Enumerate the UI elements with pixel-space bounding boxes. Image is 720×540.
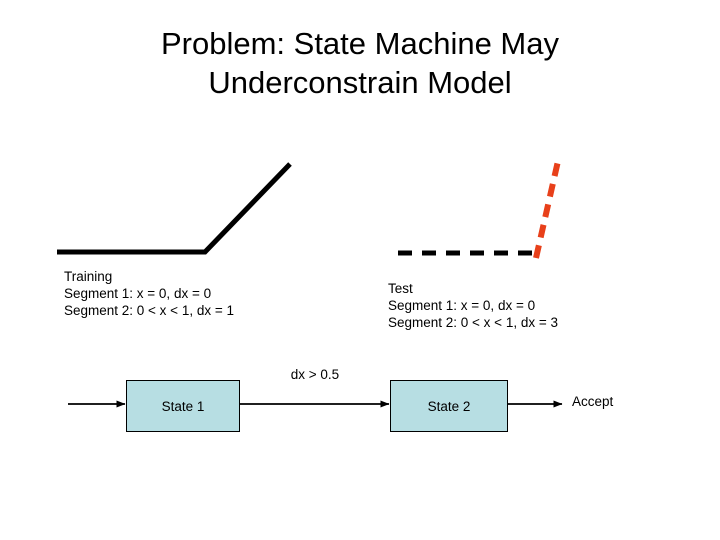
test-trajectory-rise-line: [533, 160, 561, 259]
training-segment-2: Segment 2: 0 < x < 1, dx = 1: [64, 303, 234, 318]
training-caption: Training Segment 1: x = 0, dx = 0 Segmen…: [64, 268, 234, 319]
state-box-state-2[interactable]: State 2: [390, 380, 508, 432]
state-box-state-1-label: State 1: [161, 398, 205, 414]
test-segment-2: Segment 2: 0 < x < 1, dx = 3: [388, 315, 558, 330]
transition-condition-label: dx > 0.5: [290, 367, 340, 382]
state-box-state-1[interactable]: State 1: [126, 380, 240, 432]
training-heading: Training: [64, 269, 113, 284]
state-box-state-2-label: State 2: [427, 398, 471, 414]
page-title-line-1: Problem: State Machine May: [160, 26, 559, 61]
training-segment-1: Segment 1: x = 0, dx = 0: [64, 286, 212, 301]
page-title: Problem: State Machine May Underconstrai…: [36, 24, 684, 102]
test-caption: Test Segment 1: x = 0, dx = 0 Segment 2:…: [388, 280, 558, 331]
page-title-line-2: Underconstrain Model: [208, 65, 512, 100]
accept-label: Accept: [572, 394, 614, 409]
training-trajectory-line: [57, 162, 292, 255]
test-segment-1: Segment 1: x = 0, dx = 0: [388, 298, 536, 313]
test-heading: Test: [388, 281, 413, 296]
